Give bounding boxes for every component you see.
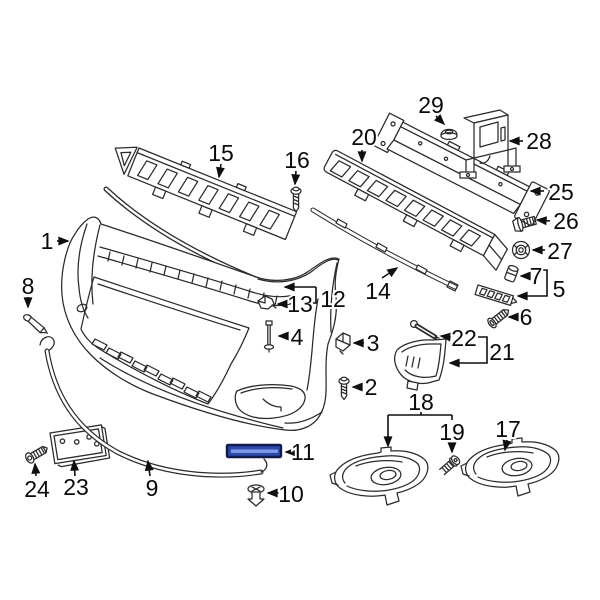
callout-3[interactable]: 3 (365, 328, 382, 358)
clip-3 (335, 332, 351, 355)
callout-7[interactable]: 7 (528, 261, 545, 291)
screw-16 (290, 186, 302, 213)
callout-26[interactable]: 26 (551, 206, 581, 236)
highlight-stripe (231, 449, 278, 453)
callout-4[interactable]: 4 (289, 322, 306, 352)
bolt-26 (512, 215, 537, 232)
part-lower-molding (39, 336, 268, 478)
callout-10[interactable]: 10 (276, 479, 306, 509)
callout-15[interactable]: 15 (206, 138, 236, 168)
part-mount-bracket (459, 109, 521, 179)
callout-14[interactable]: 14 (363, 276, 393, 306)
callout-25[interactable]: 25 (546, 177, 576, 207)
callout-12[interactable]: 12 (318, 284, 348, 314)
callout-28[interactable]: 28 (524, 126, 554, 156)
callout-5[interactable]: 5 (551, 274, 568, 304)
screw-19 (439, 455, 461, 476)
callout-9[interactable]: 9 (144, 473, 161, 503)
callout-6[interactable]: 6 (518, 302, 535, 332)
callout-23[interactable]: 23 (61, 472, 91, 502)
nut-29 (440, 128, 458, 141)
clip-13 (257, 295, 277, 310)
part-fog-bezel-left (329, 446, 429, 506)
callout-1[interactable]: 1 (39, 226, 56, 256)
callout-16[interactable]: 16 (282, 145, 312, 175)
callout-17[interactable]: 17 (493, 414, 523, 444)
callout-21[interactable]: 21 (487, 337, 517, 367)
callout-labels: 1 2 3 4 5 6 7 8 9 10 11 12 13 14 15 16 1… (20, 90, 581, 509)
screw-2 (338, 376, 350, 401)
callout-11[interactable]: 11 (289, 437, 317, 467)
leader-lines (23, 114, 551, 498)
callout-8[interactable]: 8 (20, 271, 37, 301)
callout-19[interactable]: 19 (437, 417, 467, 447)
clip-7 (504, 264, 519, 283)
bolt-4 (263, 320, 275, 353)
clip-10 (247, 484, 265, 507)
highlighted-part-trim-strip[interactable] (225, 443, 283, 459)
part-energy-absorber (323, 149, 508, 271)
callout-29[interactable]: 29 (416, 90, 446, 120)
clip-8 (22, 314, 48, 335)
screw-24 (25, 445, 48, 464)
callout-20[interactable]: 20 (349, 122, 379, 152)
callout-22[interactable]: 22 (449, 323, 479, 353)
screw-6 (487, 309, 510, 329)
callout-13[interactable]: 13 (285, 289, 315, 319)
part-air-duct (393, 338, 447, 391)
callout-18[interactable]: 18 (406, 387, 436, 417)
part-fog-bezel-right (460, 437, 560, 497)
part-license-bracket (49, 424, 111, 468)
part-side-bracket (474, 284, 518, 307)
part-grille-reinforcement (114, 146, 298, 241)
callout-24[interactable]: 24 (22, 474, 52, 504)
part-stay-rod (409, 319, 440, 342)
callout-2[interactable]: 2 (363, 372, 380, 402)
part-impact-bar (372, 112, 550, 226)
nut-27 (511, 240, 531, 260)
part-lower-deflector-strip (310, 207, 459, 292)
callout-27[interactable]: 27 (545, 236, 575, 266)
